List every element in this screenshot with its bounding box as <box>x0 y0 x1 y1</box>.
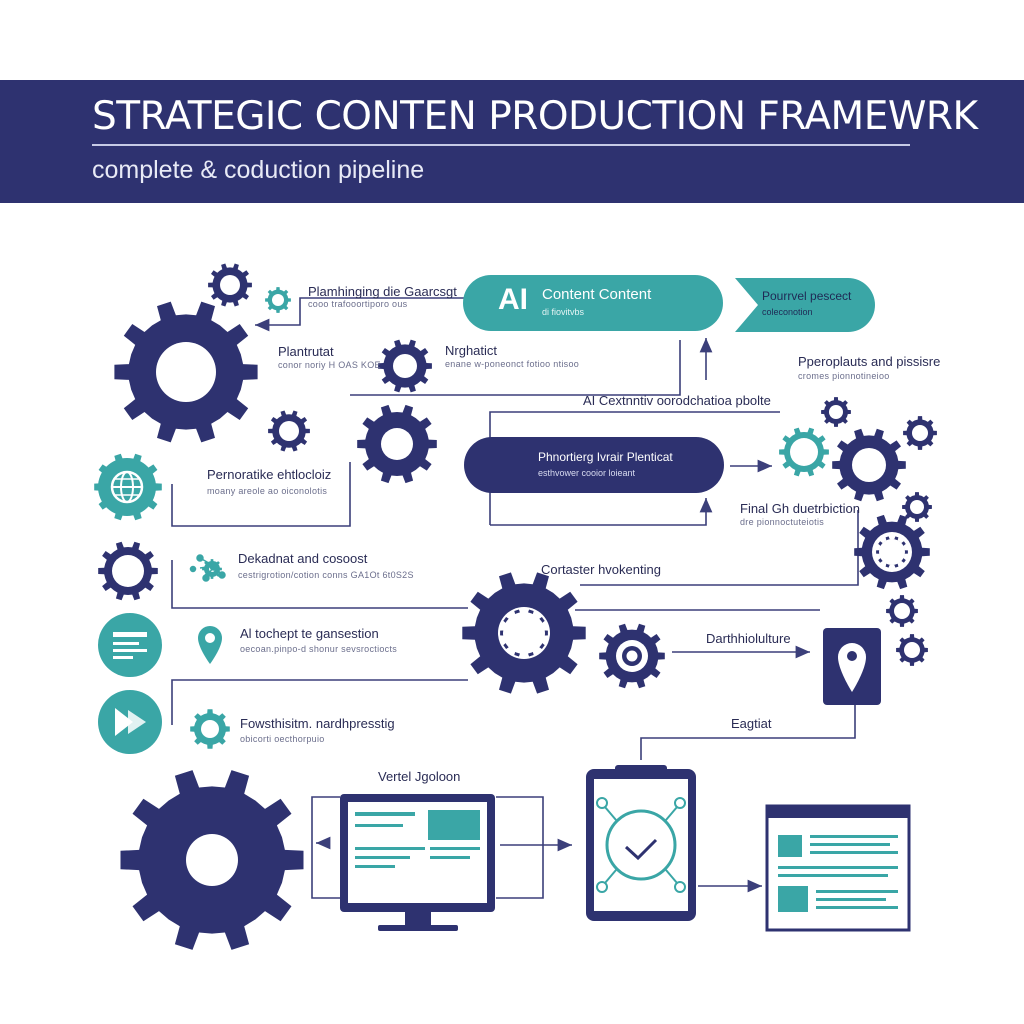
connector-ai-to-gear <box>254 297 465 332</box>
dekadnat-label: Dekadnat and cosoost <box>238 551 368 566</box>
page-title: STRATEGIC CONTEN PRODUCTION FRAMEWRK <box>92 94 978 139</box>
tablet-clock-icon <box>586 765 696 921</box>
final-distribution-label: Final Gh duetrbiction <box>740 501 860 516</box>
arrow-tag-sub: coleconotion <box>762 307 813 317</box>
gear-icon <box>120 770 304 950</box>
planning-pill <box>464 437 724 493</box>
pernoratike-sub: moany areole ao oiconolotis <box>207 486 328 496</box>
connector-up-final <box>490 498 713 526</box>
play-icon <box>98 690 162 754</box>
ai-tochapt-label: Al tochept te gansestion <box>240 626 379 641</box>
plantrutat-sub: conor noriy H OAS KOE <box>278 360 381 370</box>
pperoplauts-sub: cromes pionnotineioo <box>798 371 890 381</box>
gear-icon <box>190 709 230 749</box>
connector-dekadnat <box>171 560 468 609</box>
connector-fowsthisitm <box>171 679 468 725</box>
planning-pill-title: Phnortierg Ivrair Plenticat <box>538 450 673 464</box>
final-distribution-sub: dre pionnoctuteiotis <box>740 517 825 527</box>
location-pin-icon <box>198 626 222 664</box>
plantrutat-label: Plantrutat <box>278 344 334 359</box>
gear-icon <box>114 301 258 443</box>
arrow-tag-pill <box>735 278 875 332</box>
connector-pernoratike <box>171 462 351 527</box>
gear-icon <box>903 416 937 450</box>
gear-icon <box>896 634 928 666</box>
planning-pill-sub: esthvower cooior loieant <box>538 468 636 478</box>
eagtiat-label: Eagtiat <box>731 716 772 731</box>
gear-icon <box>208 263 252 307</box>
gear-icon <box>500 609 548 657</box>
ai-tochapt-sub: oecoan.pinpo-d shonur sevsroctiocts <box>240 644 398 654</box>
ai-badge: AI <box>498 283 528 316</box>
network-nodes-icon <box>189 554 226 582</box>
ai-content-pill <box>463 275 723 331</box>
webpage-icon <box>765 804 911 932</box>
pernoratike-label: Pernoratike ehtlocloiz <box>207 467 332 482</box>
dekadnat-sub: cestrigrotion/cotion conns GA1Ot 6t0S2S <box>238 570 414 580</box>
ai-pill-title: Content Content <box>542 286 652 303</box>
ai-pill-sub: di fiovitvbs <box>542 307 585 317</box>
globe-icon <box>98 458 156 516</box>
pperoplauts-label: Pperoplauts and pissisre <box>798 354 941 369</box>
contaster-label: Cortaster hvokenting <box>541 562 661 577</box>
connector-monitor-right <box>496 796 544 899</box>
dathitluiture-label: Darthhiolulture <box>706 631 791 646</box>
vertel-label: Vertel Jgoloon <box>378 769 461 784</box>
header-banner <box>0 80 1024 203</box>
nrghatict-sub: enane w-poneonct fotioo ntisoo <box>445 359 580 369</box>
gear-icon <box>265 287 291 313</box>
monitor-icon <box>340 794 495 931</box>
ai-coordination-label: AI Cextnntiv oorodchatioa pbolte <box>583 393 771 408</box>
location-device-icon <box>823 628 881 705</box>
connector-nrghatict-loop <box>350 340 681 396</box>
fowsthisitm-sub: obicorti oecthorpuio <box>240 734 325 744</box>
gear-icon <box>378 339 432 393</box>
gear-icon <box>832 428 906 502</box>
gear-icon <box>599 623 665 689</box>
gear-icon <box>779 427 829 477</box>
connector-eagtiat <box>640 700 856 760</box>
nrghatict-label: Nrghatict <box>445 343 498 358</box>
gear-icon <box>821 397 851 427</box>
planning-content-sub: cooo trafooortiporo ous <box>308 299 408 309</box>
gear-icon <box>876 536 908 568</box>
network-icon <box>116 559 140 583</box>
gear-icon <box>357 404 437 484</box>
gear-icon <box>902 492 932 522</box>
title-divider <box>92 144 910 146</box>
gear-icon <box>268 410 310 452</box>
connector-contaster <box>580 510 859 586</box>
document-icon <box>98 613 162 677</box>
fowsthisitm-label: Fowsthisitm. nardhpresstig <box>240 716 395 731</box>
gear-icon <box>886 595 918 627</box>
connector-monitor-left <box>311 796 340 899</box>
planning-content-label: Plamhinging die Gaarcsgt <box>308 284 457 299</box>
page-subtitle: complete & coduction pipeline <box>92 156 425 184</box>
arrow-tag-title: Pourrvel pescect <box>762 289 852 303</box>
